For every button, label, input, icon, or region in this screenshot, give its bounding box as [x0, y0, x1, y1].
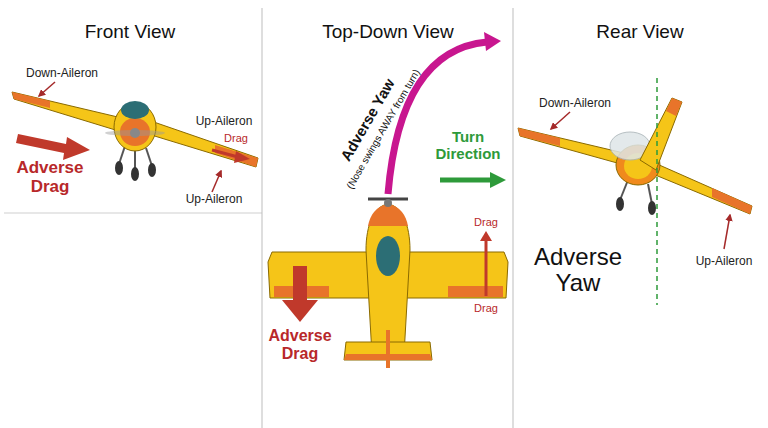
- force-label: Adverse Drag: [10, 159, 90, 196]
- view-title: Rear View: [596, 22, 683, 43]
- motion-label: Turn Direction: [428, 129, 508, 162]
- view-title: Top-Down View: [322, 22, 454, 43]
- part-label: Up-Aileron: [196, 115, 253, 128]
- force-label: Drag: [474, 216, 498, 228]
- part-label: Up-Aileron: [186, 193, 243, 206]
- force-label: Drag: [474, 302, 498, 314]
- part-label: Down-Aileron: [539, 97, 611, 110]
- effect-label: Adverse Yaw: [518, 244, 638, 297]
- view-title: Front View: [85, 22, 175, 43]
- part-label: Up-Aileron: [696, 255, 753, 268]
- force-label: Drag: [224, 132, 248, 144]
- part-label: Down-Aileron: [26, 67, 98, 80]
- force-label: Adverse Drag: [260, 327, 340, 362]
